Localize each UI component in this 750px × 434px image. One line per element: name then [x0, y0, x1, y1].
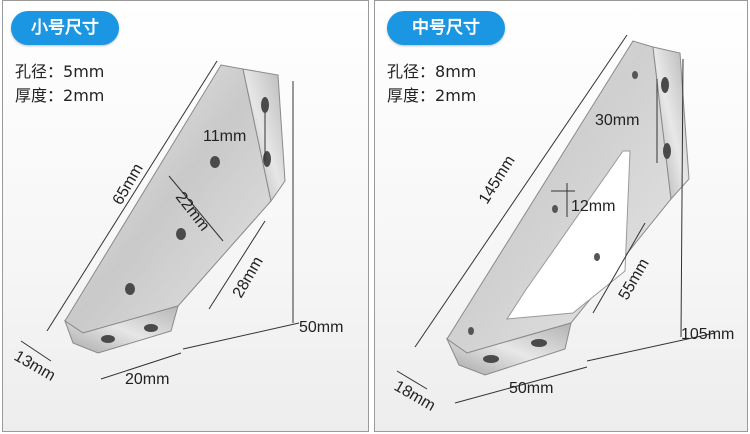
hole [468, 327, 474, 335]
medium-bracket-figure: 145mm 30mm 12mm 55mm 105mm 18mm 50mm [391, 34, 734, 415]
dim-gap-label: 12mm [571, 198, 615, 215]
bracket-plate [64, 64, 286, 354]
medium-size-panel: 145mm 30mm 12mm 55mm 105mm 18mm 50mm 中号尺… [374, 0, 748, 432]
plate-cutout [506, 150, 631, 320]
hole [632, 71, 638, 79]
hole [483, 355, 499, 363]
hole-diameter-value: 8mm [435, 62, 477, 81]
bracket-plate [445, 40, 690, 376]
dim-side-label: 28mm [230, 254, 267, 301]
hole [176, 228, 186, 240]
small-size-badge: 小号尺寸 [11, 11, 119, 45]
dim-hole-gap-label: 11mm [203, 128, 246, 145]
hole [210, 156, 220, 168]
hole-diameter-label: 孔径： [15, 62, 64, 81]
hole [552, 205, 558, 213]
small-size-panel: 65mm 11mm 22mm 28mm 50mm 13mm 20mm 小号尺寸 … [2, 0, 369, 432]
hole [263, 151, 271, 167]
keyhole-slot [661, 77, 669, 93]
dim-depth-label: 50mm [299, 319, 343, 336]
thickness-spec: 厚度：2mm [15, 85, 104, 107]
thickness-label: 厚度： [387, 86, 436, 105]
thickness-label: 厚度： [15, 86, 64, 105]
dim-depth-label: 105mm [681, 326, 734, 343]
hole-diameter-spec: 孔径：5mm [15, 61, 104, 83]
hole-diameter-spec: 孔径：8mm [387, 61, 476, 83]
hole [531, 339, 547, 347]
thickness-value: 2mm [63, 86, 105, 105]
hole [125, 283, 135, 295]
dimension-lines [396, 34, 716, 404]
thickness-spec: 厚度：2mm [387, 85, 476, 107]
dim-height-label: 145mm [476, 153, 519, 207]
dim-base-label: 20mm [125, 371, 169, 388]
hole-diameter-label: 孔径： [387, 62, 436, 81]
dim-foot-label: 18mm [391, 378, 438, 415]
medium-size-badge: 中号尺寸 [387, 11, 505, 45]
hole [261, 97, 269, 113]
dim-base-label: 50mm [509, 380, 553, 397]
hole [144, 324, 158, 332]
hole-diameter-value: 5mm [63, 62, 105, 81]
small-bracket-figure: 65mm 11mm 22mm 28mm 50mm 13mm 20mm [11, 60, 343, 388]
dim-slot-label: 30mm [595, 112, 639, 129]
dimension-lines [20, 60, 300, 380]
hole [101, 335, 115, 343]
keyhole-slot [663, 143, 671, 159]
thickness-value: 2mm [435, 86, 477, 105]
dim-foot-label: 13mm [11, 348, 58, 385]
hole [594, 253, 600, 261]
